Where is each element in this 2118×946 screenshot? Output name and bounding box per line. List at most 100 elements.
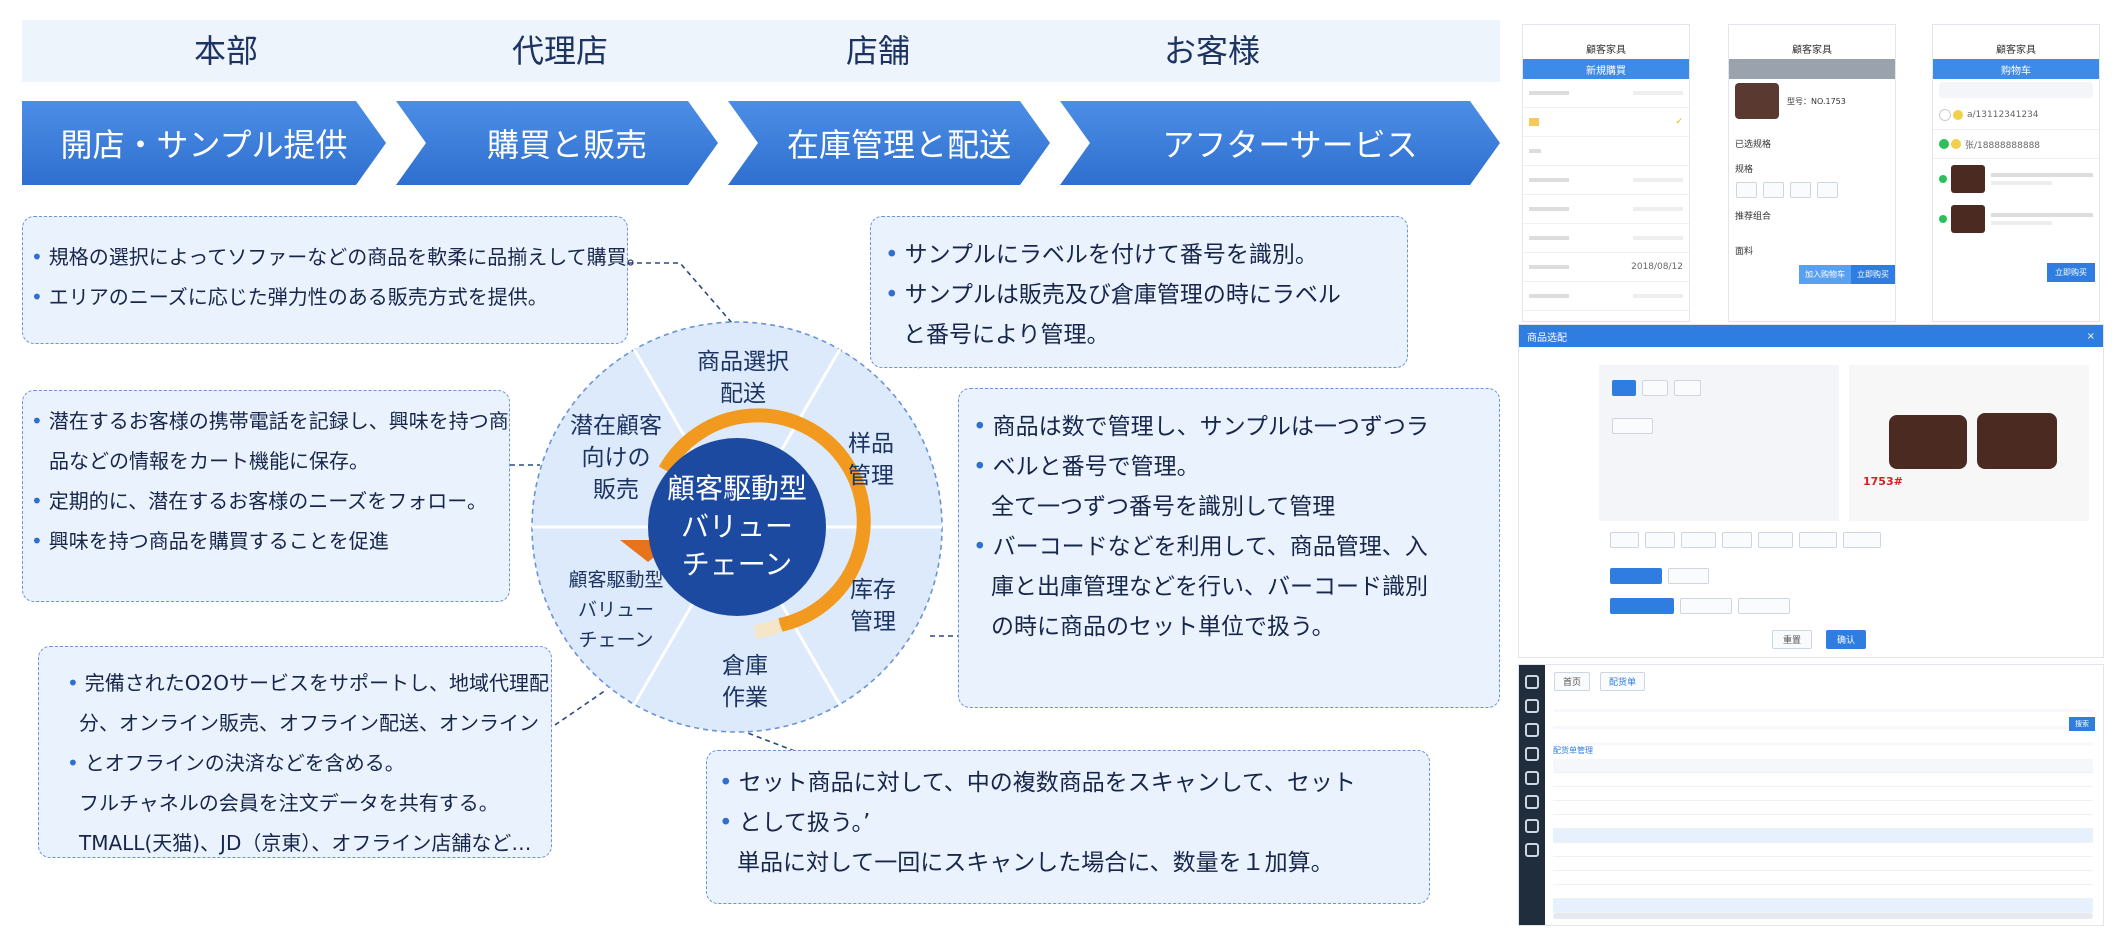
hub-line3: チェーン bbox=[681, 548, 793, 581]
dialog-fabric-chip[interactable] bbox=[1679, 598, 1733, 614]
phone1-field[interactable]: ✓ bbox=[1523, 108, 1689, 137]
phone3-buy-button[interactable]: 立即购买 bbox=[2047, 263, 2095, 282]
segment-potential-sales-line2: 向けの bbox=[581, 445, 651, 471]
table-row[interactable] bbox=[1553, 773, 2093, 787]
admin-nav-icon[interactable] bbox=[1525, 747, 1539, 761]
box-inventory-line: の時に商品のセット単位で扱う。 bbox=[991, 614, 1335, 640]
dialog-size-chip[interactable] bbox=[1722, 532, 1752, 548]
ring-arc-fade bbox=[753, 618, 783, 639]
box-inventory-line: 全て一つずつ番号を識別して管理 bbox=[991, 494, 1336, 520]
box-warehouse-line: として扱う。’ bbox=[719, 803, 1429, 843]
admin-nav-icon[interactable] bbox=[1525, 723, 1539, 737]
phone2-add-cart-button[interactable]: 加入购物车 bbox=[1799, 265, 1851, 284]
table-row[interactable] bbox=[1553, 787, 2093, 801]
dialog-size-chip[interactable] bbox=[1610, 532, 1640, 548]
phone2-combo-label: 推荐组合 bbox=[1735, 212, 1772, 222]
box-inventory-mgmt: 商品は数で管理し、サンプルは一つずつラ ベルと番号で管理。 全て一つずつ番号を識… bbox=[958, 388, 1500, 708]
box-o2o-line: TMALL(天猫)、JD（京東）、オフライン店舗など… bbox=[79, 831, 532, 855]
admin-nav-icon[interactable] bbox=[1525, 771, 1539, 785]
table-row[interactable] bbox=[1553, 815, 2093, 829]
admin-search-button[interactable]: 搜索 bbox=[2069, 717, 2095, 731]
dialog-material-chip[interactable] bbox=[1612, 418, 1653, 434]
mock-product-config-dialog: 商品选配 × 1753# bbox=[1518, 324, 2104, 658]
phone1-save-button[interactable]: 保存 bbox=[1529, 321, 1683, 322]
phone2-spec-chip[interactable] bbox=[1816, 182, 1838, 198]
admin-nav-icon[interactable] bbox=[1525, 843, 1539, 857]
dialog-reset-button[interactable]: 重置 bbox=[1772, 630, 1813, 649]
dialog-fabric-chip[interactable] bbox=[1738, 598, 1791, 614]
box-o2o-line: 完備されたO2Oサービスをサポートし、地域代理配 bbox=[67, 663, 551, 703]
segment-product-selection-line2: 配送 bbox=[720, 381, 766, 407]
phone2-buy-button[interactable]: 立即购买 bbox=[1851, 265, 1895, 284]
box-warehouse-line: 単品に対して一回にスキャンした場合に、数量を１加算。 bbox=[737, 850, 1334, 876]
dialog-close-icon[interactable]: × bbox=[2086, 330, 2095, 342]
admin-tab-dispatch[interactable]: 配货单 bbox=[1600, 672, 1646, 691]
box-sample-line: サンプルにラベルを付けて番号を識別。 bbox=[885, 235, 1407, 275]
admin-filter-form[interactable] bbox=[1553, 695, 2093, 745]
dialog-confirm-button[interactable]: 确认 bbox=[1826, 630, 1867, 649]
phone1-field[interactable] bbox=[1523, 137, 1689, 166]
phone2-spec-chip[interactable] bbox=[1762, 182, 1784, 198]
box-sample-mgmt: サンプルにラベルを付けて番号を識別。 サンプルは販売及び倉庫管理の時にラベル と… bbox=[870, 216, 1408, 368]
dialog-size-chip[interactable] bbox=[1798, 532, 1837, 548]
phone1-date-field[interactable]: 2018/08/12 bbox=[1523, 253, 1689, 282]
box-potential-line: 品などの情報をカート機能に保存。 bbox=[49, 449, 369, 473]
phone3-bar: 购物车 bbox=[1933, 59, 2099, 79]
phone2-spec-chip[interactable] bbox=[1736, 182, 1757, 198]
table-row[interactable] bbox=[1553, 843, 2093, 857]
admin-sidebar bbox=[1519, 665, 1545, 925]
dialog-combo-chip[interactable] bbox=[1610, 568, 1663, 584]
table-row[interactable] bbox=[1553, 885, 2093, 899]
phone1-field[interactable] bbox=[1523, 195, 1689, 224]
phone2-model: 型号：NO.1753 bbox=[1787, 96, 1846, 106]
segment-inventory-mgmt: 库存 管理 bbox=[818, 574, 928, 638]
dialog-spec-chip[interactable] bbox=[1674, 380, 1701, 396]
phone2-spec-chip[interactable] bbox=[1789, 182, 1811, 198]
table-row[interactable] bbox=[1553, 801, 2093, 815]
dialog-size-chip[interactable] bbox=[1842, 532, 1881, 548]
phone3-customer-row[interactable]: a/13112341234 bbox=[1933, 101, 2099, 130]
box-o2o-line: フルチャネルの会員を注文データを共有する。 bbox=[79, 791, 499, 815]
dialog-combo-chip[interactable] bbox=[1668, 568, 1710, 584]
admin-nav-icon[interactable] bbox=[1525, 795, 1539, 809]
stage-purchase-sales: 購買と販売 bbox=[396, 101, 718, 185]
segment-value-chain-line3: チェーン bbox=[578, 629, 654, 651]
segment-warehouse-ops: 倉庫 作業 bbox=[690, 650, 800, 714]
dialog-size-chip[interactable] bbox=[1680, 532, 1717, 548]
dialog-fabric-chip[interactable] bbox=[1610, 598, 1674, 614]
phone3-search-input[interactable] bbox=[1939, 82, 2093, 98]
wheel-hub: 顧客駆動型 バリュー チェーン bbox=[648, 438, 826, 616]
dialog-spec-chip[interactable] bbox=[1641, 380, 1669, 396]
dialog-size-chip[interactable] bbox=[1645, 532, 1675, 548]
table-row[interactable] bbox=[1553, 899, 2093, 913]
admin-tab-home[interactable]: 首页 bbox=[1554, 672, 1591, 691]
phone1-field[interactable] bbox=[1523, 166, 1689, 195]
phone1-date: 2018/08/12 bbox=[1631, 262, 1683, 272]
segment-warehouse-ops-line2: 作業 bbox=[722, 685, 768, 711]
table-row[interactable] bbox=[1553, 857, 2093, 871]
table-row[interactable] bbox=[1553, 829, 2093, 843]
box-warehouse-ops: セット商品に対して、中の複数商品をスキャンして、セット として扱う。’ 単品に対… bbox=[706, 750, 1430, 904]
box-o2o-line: 分、オンライン販売、オフライン配送、オンライン bbox=[79, 711, 539, 735]
admin-nav-icon[interactable] bbox=[1525, 675, 1539, 689]
dialog-spec-chip[interactable] bbox=[1612, 380, 1636, 396]
sofa-image bbox=[1977, 413, 2057, 469]
phone1-field[interactable] bbox=[1523, 79, 1689, 108]
stage-inventory-delivery: 在庫管理と配送 bbox=[728, 101, 1050, 185]
box-warehouse-line: セット商品に対して、中の複数商品をスキャンして、セット bbox=[719, 763, 1429, 803]
stage-opening-samples: 開店・サンプル提供 bbox=[22, 101, 386, 185]
phone1-field[interactable] bbox=[1523, 224, 1689, 253]
phone3-customer-row[interactable]: 张/18888888888 bbox=[1933, 130, 2099, 159]
phone3-cart-item bbox=[1933, 199, 2099, 239]
phone1-field[interactable] bbox=[1523, 282, 1689, 311]
ring-arc-orange bbox=[658, 408, 871, 632]
dialog-size-chip[interactable] bbox=[1757, 532, 1793, 548]
phone2-search-bar[interactable] bbox=[1729, 59, 1895, 79]
mock-admin-dispatch-list: 首页 配货单 搜索 配货单管理 bbox=[1518, 664, 2104, 926]
admin-nav-icon[interactable] bbox=[1525, 699, 1539, 713]
segment-potential-sales: 潜在顧客 向けの 販売 bbox=[556, 410, 676, 506]
admin-nav-icon[interactable] bbox=[1525, 819, 1539, 833]
table-row[interactable] bbox=[1553, 871, 2093, 885]
admin-section-title: 配货单管理 bbox=[1553, 746, 1593, 755]
admin-scrollbar[interactable] bbox=[1553, 913, 2093, 919]
